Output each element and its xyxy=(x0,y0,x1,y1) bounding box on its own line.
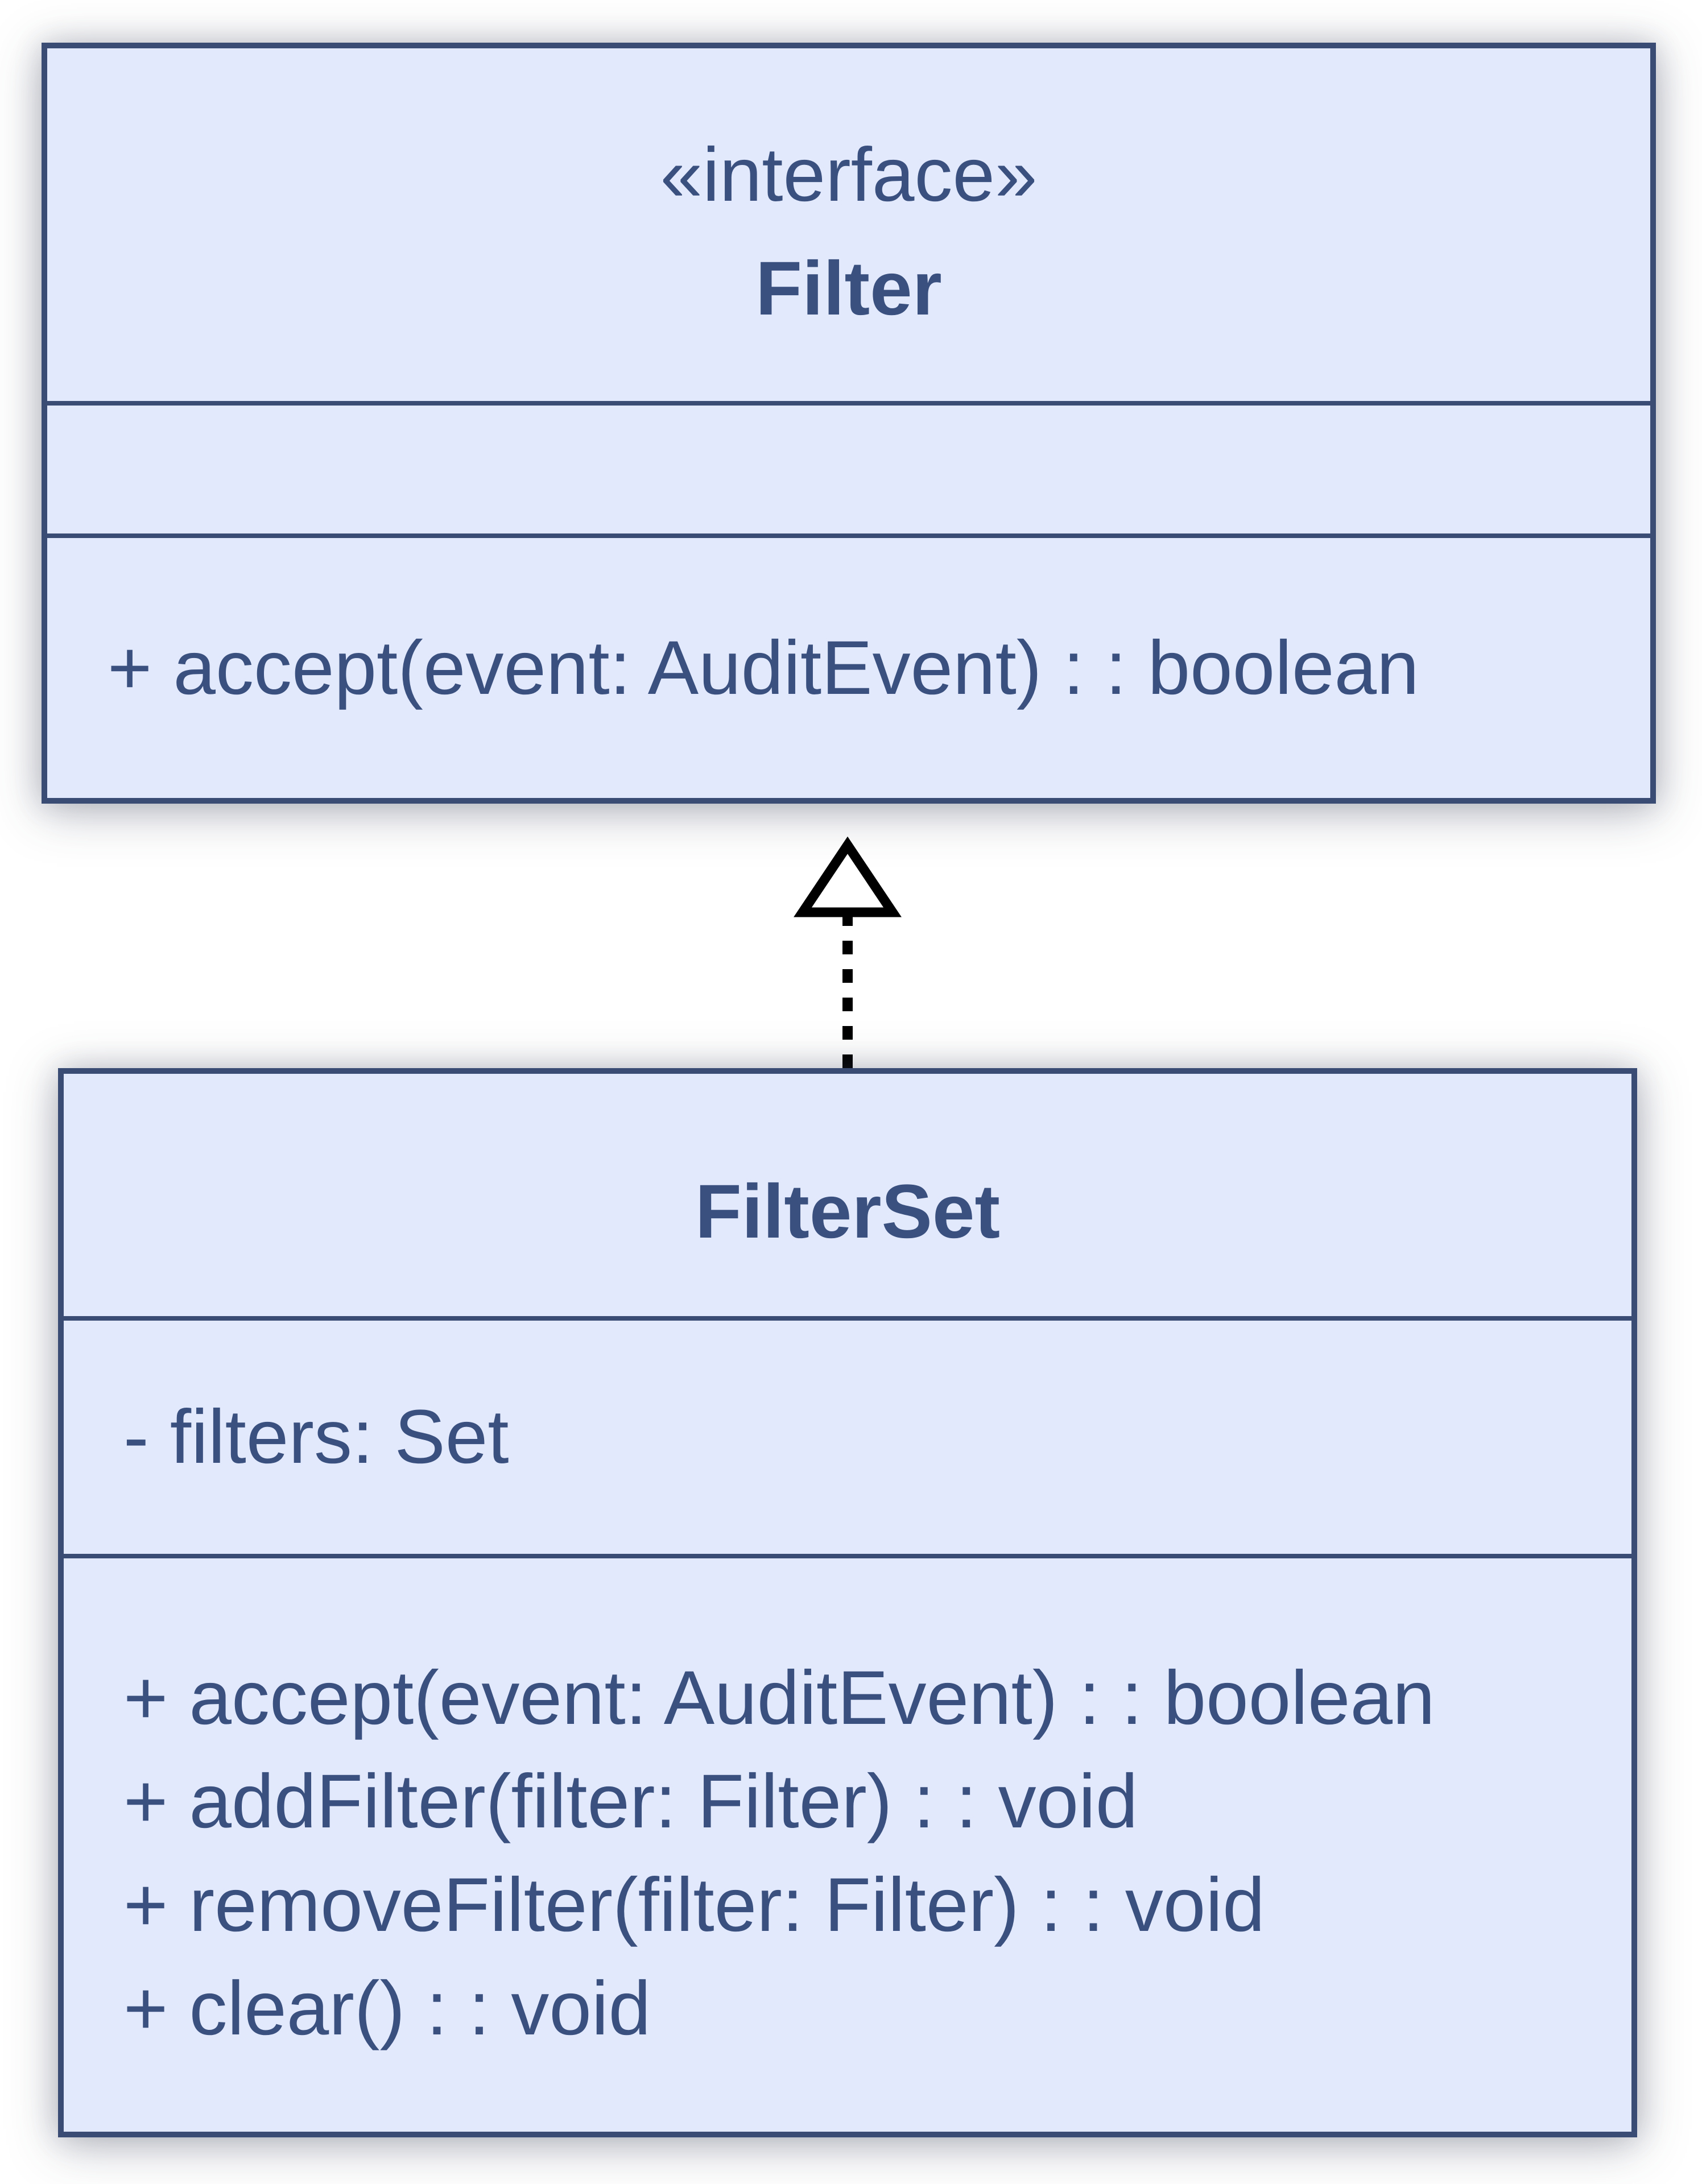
class-box-filterset[interactable]: FilterSet - filters: Set + accept(event:… xyxy=(58,1068,1637,2137)
filterset-attributes-compartment: - filters: Set xyxy=(64,1316,1631,1554)
filter-title-compartment: «interface» Filter xyxy=(47,48,1650,401)
filterset-methods-compartment: + accept(event: AuditEvent) : : boolean … xyxy=(64,1554,1631,2132)
filterset-method-removefilter: + removeFilter(filter: Filter) : : void xyxy=(123,1863,1265,1947)
filterset-method-addfilter: + addFilter(filter: Filter) : : void xyxy=(123,1759,1138,1844)
filterset-attribute-filters: - filters: Set xyxy=(123,1395,509,1479)
filterset-method-clear: + clear() : : void xyxy=(123,1966,651,2051)
filterset-title-compartment: FilterSet xyxy=(64,1074,1631,1316)
filterset-class-name: FilterSet xyxy=(695,1169,1001,1254)
filter-method-accept: + accept(event: AuditEvent) : : boolean xyxy=(108,625,1419,710)
filterset-method-accept: + accept(event: AuditEvent) : : boolean xyxy=(123,1656,1435,1740)
class-box-filter[interactable]: «interface» Filter + accept(event: Audit… xyxy=(42,43,1656,804)
filter-class-name: Filter xyxy=(755,246,942,331)
filter-stereotype-label: «interface» xyxy=(660,133,1038,217)
filter-attributes-compartment xyxy=(47,401,1650,533)
realization-arrowhead-hollow-triangle-icon xyxy=(794,836,902,917)
filter-methods-compartment: + accept(event: AuditEvent) : : boolean xyxy=(47,533,1650,798)
realization-arrow xyxy=(794,836,902,1068)
